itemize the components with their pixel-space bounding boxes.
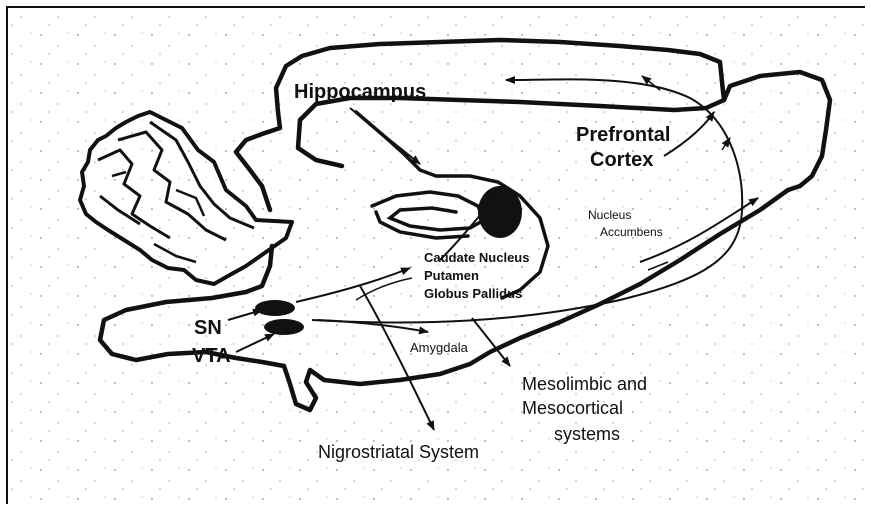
label-caudate: Caudate Nucleus	[424, 250, 529, 265]
label-amygdala: Amygdala	[410, 340, 469, 355]
label-nucleus-line2: Accumbens	[600, 225, 663, 239]
sn-blob	[255, 300, 295, 316]
label-mesolimbic-line1: Mesolimbic and	[522, 374, 647, 394]
label-prefrontal-line1: Prefrontal	[576, 124, 670, 146]
label-nigrostriatal: Nigrostriatal System	[318, 442, 479, 462]
label-globus: Globus Pallidus	[424, 286, 522, 301]
label-nucleus-line1: Nucleus	[588, 208, 631, 222]
label-hippocampus: Hippocampus	[294, 81, 426, 103]
label-vta: VTA	[192, 345, 231, 367]
vta-blob	[264, 319, 304, 335]
label-putamen: Putamen	[424, 268, 479, 283]
label-mesolimbic-line2: Mesocortical	[522, 398, 623, 418]
label-mesolimbic-line3: systems	[554, 424, 620, 444]
label-prefrontal-line2: Cortex	[590, 149, 653, 171]
label-sn: SN	[194, 317, 222, 339]
nucleus-accumbens-blob	[478, 186, 522, 238]
